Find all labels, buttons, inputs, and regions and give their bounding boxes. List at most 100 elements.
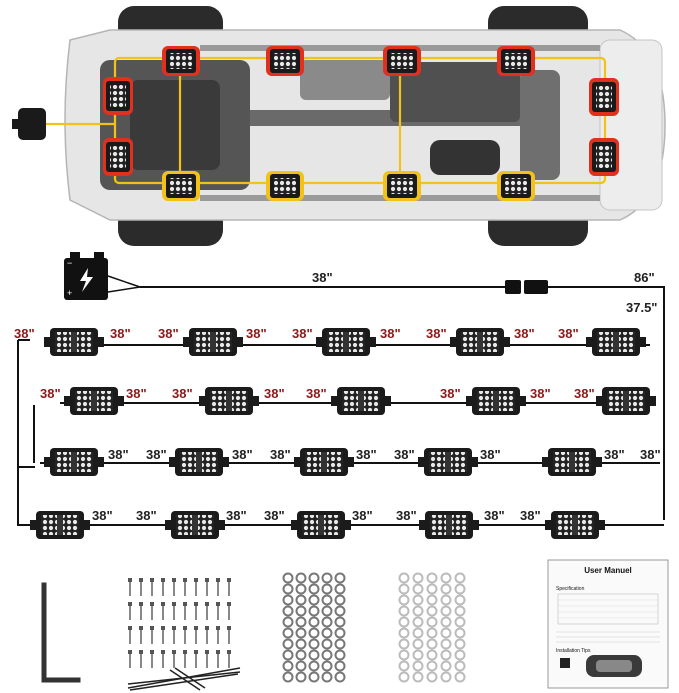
washer [398,616,410,628]
bolt-head [216,650,220,654]
nut [321,594,333,606]
connector-icon [505,280,548,294]
bolt-head [183,578,187,582]
washer [426,572,438,584]
nut [282,638,294,650]
washer [398,671,410,683]
bolt-shaft [217,606,219,620]
length-label: 38" [246,326,267,341]
bolt-shaft [228,582,230,596]
bolt-shaft [195,630,197,644]
bolt-head [183,602,187,606]
length-label: 38" [306,386,327,401]
nut [308,572,320,584]
length-label: 38" [640,447,661,462]
nut [282,671,294,683]
bolt-head [150,602,154,606]
truck-chassis [64,6,666,246]
nut [282,572,294,584]
washer [398,594,410,606]
washer [412,616,424,628]
bolt-head [139,602,143,606]
nut [334,660,346,672]
bolt-head [227,602,231,606]
bolt-shaft [140,630,142,644]
bolt-shaft [195,654,197,668]
washer [440,671,452,683]
length-label: 38" [108,447,129,462]
bolt-head [128,650,132,654]
nut [295,638,307,650]
bolt-shaft [173,606,175,620]
svg-text:+: + [67,288,72,298]
bolt-head [150,578,154,582]
bolt-shaft [206,630,208,644]
washer [440,594,452,606]
row-2-lengths: 38" 38" 38" 38" 38" 38" 38" 38" [40,386,595,401]
washer [426,649,438,661]
washer [454,649,466,661]
bolt-shaft [206,654,208,668]
svg-text:−: − [67,258,72,268]
washer [426,616,438,628]
washer [454,638,466,650]
washer [454,583,466,595]
washer [426,605,438,617]
washer [426,594,438,606]
bolt-head [205,626,209,630]
bolt-shaft [129,654,131,668]
nut [334,594,346,606]
nut [282,660,294,672]
bolt-head [194,626,198,630]
length-label: 38" [136,508,157,523]
length-label: 38" [264,386,285,401]
manual-title: User Manuel [584,566,632,575]
washers-icon [398,572,466,683]
nut [321,616,333,628]
bolt-shaft [206,582,208,596]
bolt-shaft [228,654,230,668]
bolt-shaft [173,654,175,668]
length-label: 38" [126,386,147,401]
washer [440,660,452,672]
bolt-shaft [184,606,186,620]
bolt-head [194,578,198,582]
bolt-shaft [129,630,131,644]
nut [334,605,346,617]
nut [295,594,307,606]
nut [295,572,307,584]
bolt-head [128,602,132,606]
bolt-head [128,626,132,630]
length-label: 38" [396,508,417,523]
washer [440,616,452,628]
bolt-head [139,626,143,630]
bolt-head [216,602,220,606]
washer [412,583,424,595]
washer [398,638,410,650]
bolt-head [139,650,143,654]
bolt-shaft [151,630,153,644]
nut [334,671,346,683]
washer [412,660,424,672]
nut [334,616,346,628]
bolt-head [216,626,220,630]
bolt-shaft [195,582,197,596]
bolt-shaft [184,630,186,644]
washer [412,638,424,650]
bolt-shaft [162,582,164,596]
zip-ties-icon [127,667,241,691]
length-label: 38" [356,447,377,462]
washer [426,638,438,650]
bolt-shaft [195,606,197,620]
nut [334,649,346,661]
washer [412,627,424,639]
nut [308,583,320,595]
length-label: 38" [380,326,401,341]
length-label: 38" [480,447,501,462]
bolt-shaft [184,654,186,668]
washer [398,660,410,672]
nut [295,671,307,683]
bolt-head [205,650,209,654]
bolt-shaft [162,606,164,620]
bolt-head [172,578,176,582]
